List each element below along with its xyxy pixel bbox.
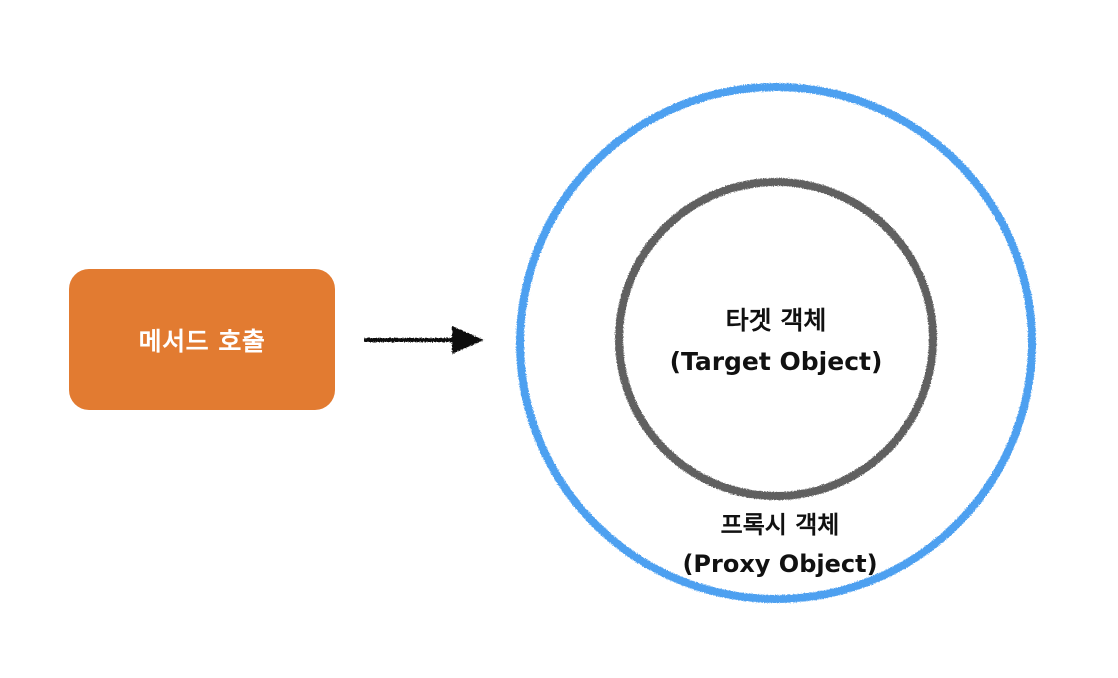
proxy-object-label: 프록시 객체 (Proxy Object)	[682, 506, 877, 584]
method-call-box: 메서드 호출	[69, 269, 335, 410]
proxy-object-ring	[516, 83, 1036, 603]
method-call-label: 메서드 호출	[138, 326, 266, 356]
proxy-object-korean: 프록시 객체	[720, 511, 840, 539]
target-object-ring	[615, 178, 937, 500]
call-arrow-head	[452, 326, 484, 354]
call-arrow	[364, 326, 484, 354]
proxy-object-english: (Proxy Object)	[682, 550, 878, 578]
target-object-english: (Target Object)	[669, 347, 883, 376]
target-object-label: 타겟 객체 (Target Object)	[670, 300, 883, 382]
target-object-korean: 타겟 객체	[725, 306, 827, 335]
